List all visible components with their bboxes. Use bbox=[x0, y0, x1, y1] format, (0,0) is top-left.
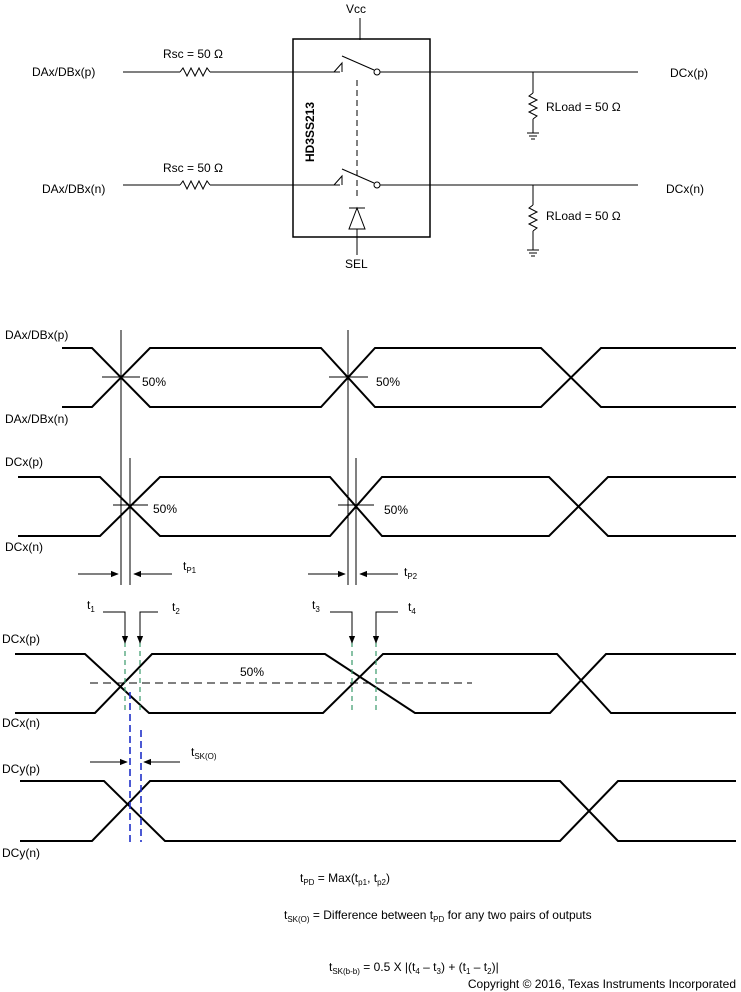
timing1-label-n: DAx/DBx(n) bbox=[5, 412, 68, 426]
t3-arrow bbox=[330, 611, 356, 644]
timing4-label-n: DCy(n) bbox=[2, 846, 40, 860]
input-n-label: DAx/DBx(n) bbox=[42, 182, 105, 196]
timing-input-pair: DAx/DBx(p) DAx/DBx(n) 50% 50% bbox=[5, 328, 736, 426]
tp1-label: tP1 bbox=[183, 559, 197, 575]
t2-label: t2 bbox=[172, 600, 180, 616]
rload-n-resistor bbox=[527, 204, 539, 232]
switch-p-contact bbox=[333, 61, 343, 73]
input-p-label: DAx/DBx(p) bbox=[32, 65, 95, 79]
timing3-label-p: DCx(p) bbox=[2, 632, 40, 646]
tsk-label: tSK(O) bbox=[191, 745, 217, 761]
switch-n-pivot bbox=[373, 181, 381, 189]
output-p-label: DCx(p) bbox=[670, 66, 708, 80]
ground-n-icon bbox=[527, 249, 539, 257]
copyright-notice: Copyright © 2016, Texas Instruments Inco… bbox=[468, 977, 736, 991]
rload-p-label: RLoad = 50 Ω bbox=[546, 100, 621, 114]
timing2-label-p: DCx(p) bbox=[5, 455, 43, 469]
rsc-n-resistor bbox=[179, 179, 211, 191]
tp2-label: tP2 bbox=[404, 565, 418, 581]
tpd-equation: tPD = Max(tp1, tp2) bbox=[300, 871, 390, 887]
timing-output-skew: DCx(p) DCx(n) 50% t1 t2 t3 t4 bbox=[2, 598, 736, 730]
pct-label-3: 50% bbox=[240, 665, 264, 679]
sel-driver-icon bbox=[348, 206, 366, 230]
tskbb-equation: tSK(b-b) = 0.5 X |(t4 – t3) + (t1 – t2)| bbox=[329, 960, 499, 976]
switch-n-contact bbox=[333, 174, 343, 186]
switch-chip-box bbox=[292, 38, 431, 238]
waveform-out-p bbox=[18, 476, 736, 537]
rload-n-label: RLoad = 50 Ω bbox=[546, 209, 621, 223]
t1-label: t1 bbox=[87, 598, 95, 614]
timing1-label-p: DAx/DBx(p) bbox=[5, 328, 68, 342]
propagation-delay-markers: tP1 tP2 bbox=[78, 330, 418, 585]
switch-p-blade bbox=[341, 55, 375, 71]
waveform-out-n bbox=[18, 476, 736, 537]
test-circuit: Vcc HD3SS213 DAx/DBx(p) Rsc = 50 Ω DCx(p… bbox=[32, 2, 708, 271]
vcc-label: Vcc bbox=[346, 2, 366, 16]
pct-label-1a: 50% bbox=[142, 375, 166, 389]
output-n-label: DCx(n) bbox=[666, 182, 704, 196]
timing4-label-p: DCy(p) bbox=[2, 762, 40, 776]
timing-second-output-pair: DCy(p) DCy(n) tSK(O) bbox=[2, 692, 736, 860]
t3-label: t3 bbox=[312, 598, 320, 614]
rsc-n-label: Rsc = 50 Ω bbox=[163, 161, 223, 175]
waveform-dcy-p bbox=[20, 780, 736, 842]
timing-output-pair: DCx(p) DCx(n) 50% 50% bbox=[5, 455, 736, 554]
pct-label-2b: 50% bbox=[384, 503, 408, 517]
chip-label: HD3SS213 bbox=[303, 102, 317, 162]
rsc-p-resistor bbox=[179, 66, 211, 78]
timing2-label-n: DCx(n) bbox=[5, 540, 43, 554]
switch-n-blade bbox=[341, 168, 375, 184]
t4-label: t4 bbox=[408, 600, 416, 616]
waveform-dcy-n bbox=[20, 780, 736, 842]
rsc-p-label: Rsc = 50 Ω bbox=[163, 47, 223, 61]
pct-label-2a: 50% bbox=[153, 502, 177, 516]
rload-p-resistor bbox=[527, 92, 539, 120]
definitions: tPD = Max(tp1, tp2) tSK(O) = Difference … bbox=[284, 871, 736, 991]
t2-arrow bbox=[136, 611, 158, 644]
t1-arrow bbox=[103, 611, 129, 644]
timing3-label-n: DCx(n) bbox=[2, 716, 40, 730]
ground-p-icon bbox=[527, 132, 539, 140]
sel-label: SEL bbox=[345, 257, 368, 271]
t4-arrow bbox=[372, 611, 398, 644]
tsko-definition: tSK(O) = Difference between tPD for any … bbox=[284, 908, 592, 924]
pct-label-1b: 50% bbox=[376, 375, 400, 389]
switch-p-pivot bbox=[373, 68, 381, 76]
